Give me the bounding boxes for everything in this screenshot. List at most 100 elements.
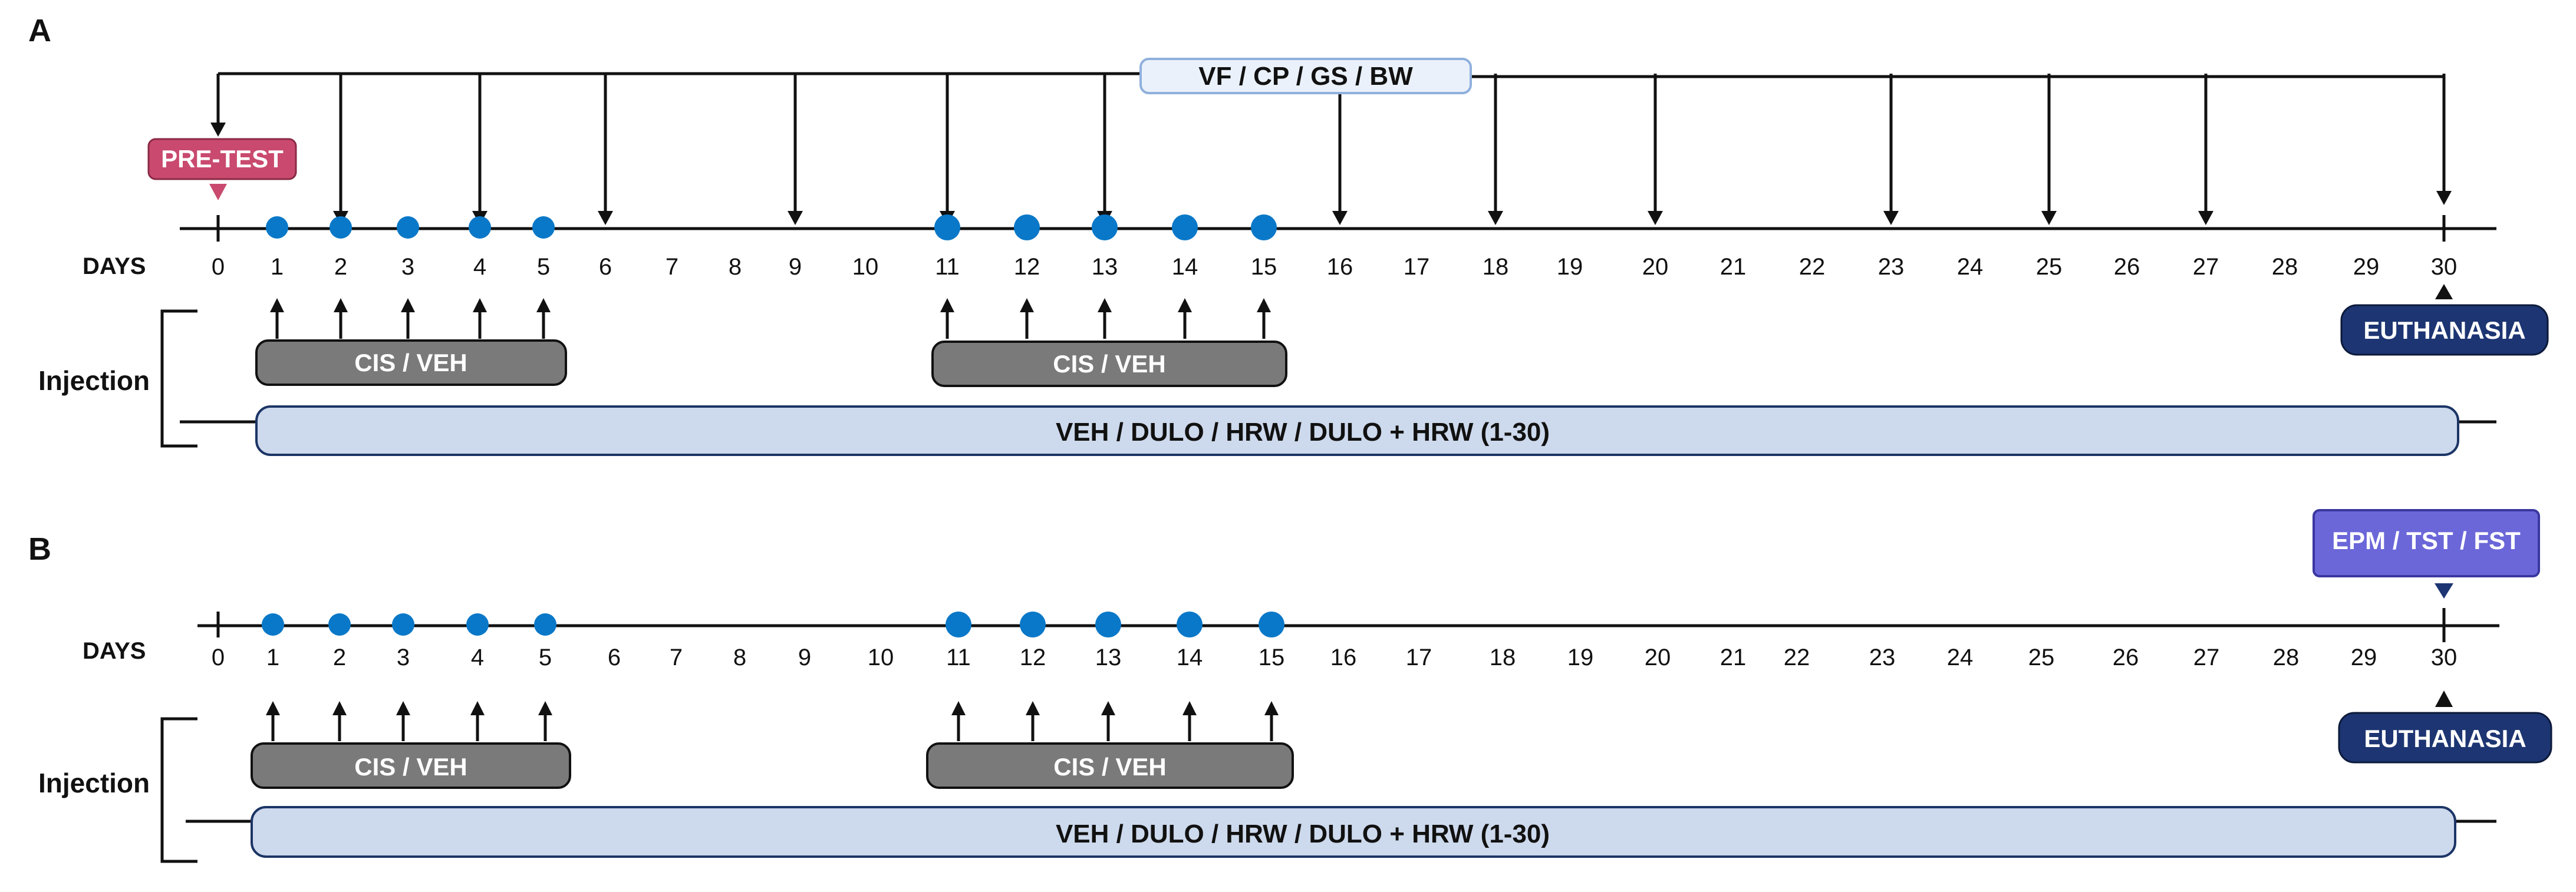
day-tick-label: 2 (334, 254, 347, 280)
injection-dot (1251, 214, 1277, 240)
test-arrow (1097, 74, 1112, 225)
day-tick-label: 18 (1490, 645, 1516, 670)
panel-a-injection-dots (266, 214, 1277, 240)
injection-arrow (940, 298, 954, 339)
injection-arrow (396, 701, 410, 741)
injection-dot (1014, 214, 1040, 240)
injection-arrow (270, 298, 284, 339)
test-arrow (598, 74, 613, 225)
day-tick-label: 7 (666, 254, 678, 280)
injection-arrow (1026, 701, 1040, 741)
day-tick-label: 10 (852, 254, 879, 280)
day-tick-label: 26 (2114, 254, 2140, 280)
panel-a-pretest-label: PRE-TEST (161, 145, 284, 173)
day-tick-label: 5 (539, 645, 552, 670)
day-tick-label: 16 (1327, 254, 1353, 280)
day-tick-label: 8 (733, 645, 746, 670)
day-tick-label: 4 (471, 645, 484, 670)
panel-a-treatment-label: VEH / DULO / HRW / DULO + HRW (1-30) (1056, 418, 1550, 447)
injection-arrow (1264, 701, 1279, 741)
euthanasia-marker-icon (2435, 284, 2453, 299)
panel-b-behavior-label: EPM / TST / FST (2332, 527, 2521, 554)
day-tick-label: 4 (473, 254, 486, 280)
day-tick-label: 1 (266, 645, 279, 670)
panel-a-injection-block-1: CIS / VEH (255, 339, 567, 386)
injection-dot (1172, 214, 1198, 240)
panel-a-injection-arrows (270, 298, 1271, 339)
panel-a-euthanasia-label: EUTHANASIA (2363, 316, 2525, 344)
panel-a-injection-block-2-label: CIS / VEH (1053, 350, 1165, 378)
day-tick-label: 11 (935, 254, 960, 280)
panel-a-injection-block-2: CIS / VEH (931, 341, 1287, 387)
day-tick-label: 5 (537, 254, 550, 280)
test-arrow (2041, 74, 2057, 225)
test-arrow (333, 74, 348, 225)
injection-dot (266, 216, 288, 239)
day-tick-label: 28 (2272, 254, 2298, 280)
injection-arrow (334, 298, 348, 339)
day-tick-label: 7 (670, 645, 683, 670)
injection-dot (534, 613, 556, 636)
panel-a-injection-bracket (160, 309, 2496, 448)
day-tick-label: 15 (1251, 254, 1277, 280)
test-arrow (788, 74, 803, 225)
day-tick-label: 20 (1645, 645, 1671, 670)
injection-dot (532, 216, 555, 239)
day-tick-label: 0 (212, 254, 225, 280)
day-tick-label: 9 (798, 645, 811, 670)
day-tick-label: 3 (401, 254, 414, 280)
day-tick-label: 8 (729, 254, 742, 280)
day-tick-label: 25 (2028, 645, 2055, 670)
panel-b-injection-block-1: CIS / VEH (251, 742, 571, 789)
injection-dot (1092, 214, 1118, 240)
day-tick-label: 30 (2431, 645, 2458, 670)
panel-a-treatment-bar: VEH / DULO / HRW / DULO + HRW (1-30) (255, 405, 2459, 456)
test-arrow (1648, 74, 1663, 225)
day-tick-label: 19 (1557, 254, 1583, 280)
day-tick-label: 25 (2036, 254, 2063, 280)
injection-dot (328, 613, 351, 636)
behavior-marker-icon (2435, 583, 2453, 599)
injection-arrow (536, 298, 551, 339)
panel-b-euthanasia-label: EUTHANASIA (2364, 725, 2526, 752)
panel-a-injection-block-1-label: CIS / VEH (354, 349, 467, 376)
day-tick-label: 18 (1483, 254, 1509, 280)
day-tick-label: 12 (1014, 254, 1040, 280)
injection-arrow (470, 701, 485, 741)
day-tick-label: 23 (1878, 254, 1905, 280)
day-tick-label: 0 (212, 645, 225, 670)
test-arrow (940, 74, 955, 225)
day-tick-label: 28 (2273, 645, 2300, 670)
euthanasia-marker-icon (2435, 691, 2453, 707)
test-arrow (472, 74, 487, 225)
injection-dot (330, 216, 352, 239)
day-tick-label: 30 (2431, 254, 2458, 280)
injection-dot (946, 612, 971, 637)
injection-arrow (473, 298, 487, 339)
panel-a-letter: A (28, 13, 51, 48)
day-tick-label: 11 (946, 645, 971, 670)
injection-arrow (951, 701, 966, 741)
day-tick-label: 17 (1406, 645, 1432, 670)
panel-b-injection-block-2: CIS / VEH (926, 742, 1294, 789)
panel-b-injection-dots (262, 612, 1284, 637)
day-tick-label: 13 (1092, 254, 1118, 280)
injection-arrow (1182, 701, 1197, 741)
day-tick-label: 29 (2351, 645, 2377, 670)
injection-arrow (1257, 298, 1271, 339)
panel-b-injection-block-1-label: CIS / VEH (354, 753, 467, 781)
day-tick-label: 1 (271, 254, 284, 280)
test-arrow (2436, 74, 2452, 205)
panel-b-treatment-label: VEH / DULO / HRW / DULO + HRW (1-30) (1056, 820, 1550, 848)
panel-a-test-box: VF / CP / GS / BW (1139, 58, 1472, 94)
injection-arrow (1020, 298, 1034, 339)
injection-dot (392, 613, 414, 636)
panel-b-behavior-badge: EPM / TST / FST (2313, 509, 2540, 599)
panel-b-days-label: DAYS (83, 638, 146, 664)
injection-dot (1095, 612, 1121, 637)
day-tick-label: 22 (1784, 645, 1810, 670)
